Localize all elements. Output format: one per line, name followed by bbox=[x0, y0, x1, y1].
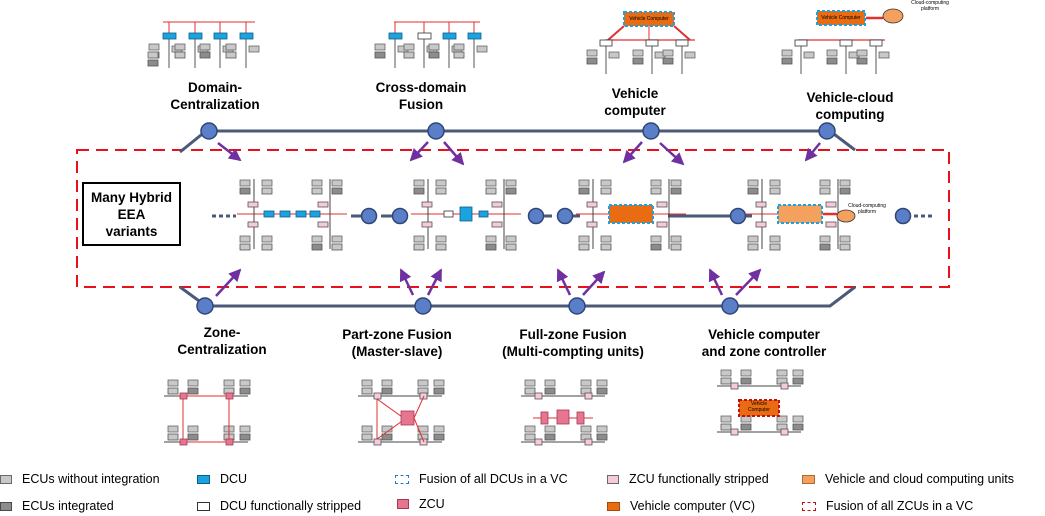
top-timeline bbox=[179, 129, 856, 154]
cloud-platform-tag-hybrid: Cloud-computing platform bbox=[848, 203, 886, 215]
pink-square-icon bbox=[397, 499, 409, 509]
vehicle-cloud-sketch bbox=[781, 8, 904, 74]
red-dashed-box-icon bbox=[802, 501, 816, 511]
part-zone-fusion-sketch bbox=[358, 379, 445, 446]
legend-ecus-without: ECUs without integration bbox=[0, 471, 160, 487]
vc-tag-top: Vehicle Computer bbox=[629, 16, 669, 22]
hybrid-label-line: EEA bbox=[117, 207, 146, 222]
legend-text: ECUs integrated bbox=[22, 499, 114, 513]
legend-text: Fusion of all ZCUs in a VC bbox=[826, 499, 974, 513]
dark-gray-square-icon bbox=[0, 501, 12, 511]
gray-square-icon bbox=[0, 474, 12, 484]
full-zone-fusion-sketch bbox=[521, 379, 608, 446]
hybrid-label-line: variants bbox=[105, 224, 158, 239]
legend-text: ECUs without integration bbox=[22, 472, 160, 486]
orange-square-icon bbox=[607, 501, 620, 511]
transition-arrows bbox=[215, 141, 821, 297]
label-part-zone-fusion: Part-zone Fusion(Master-slave) bbox=[342, 327, 452, 359]
legend-zcu-stripped: ZCU functionally stripped bbox=[607, 471, 769, 487]
legend-text: Vehicle and cloud computing units bbox=[825, 472, 1015, 486]
hybrid-variant-1-sketch bbox=[237, 179, 347, 251]
light-orange-square-icon bbox=[802, 474, 815, 484]
hybrid-eea-variants-box: Many Hybrid EEA variants bbox=[82, 182, 181, 246]
hybrid-variant-2-sketch bbox=[411, 179, 521, 251]
blue-square-icon bbox=[197, 474, 210, 484]
vc-zone-controller-sketch bbox=[717, 369, 804, 436]
cross-domain-fusion-sketch bbox=[374, 21, 488, 68]
domain-centralization-sketch bbox=[147, 21, 260, 68]
zone-centralization-sketch bbox=[164, 379, 251, 446]
cloud-platform-tag-top: Cloud-computing platform bbox=[911, 0, 949, 12]
vc-tag-cloud: Vehicle Computer bbox=[821, 15, 861, 21]
legend-vc: Vehicle computer (VC) bbox=[607, 498, 755, 514]
legend-dcu: DCU bbox=[197, 471, 247, 487]
legend-text: ZCU functionally stripped bbox=[629, 472, 769, 486]
hybrid-variant-4-sketch bbox=[745, 179, 856, 251]
label-domain-centralization: Domain-Centralization bbox=[170, 80, 260, 112]
blue-dashed-box-icon bbox=[395, 474, 409, 484]
hybrid-variant-3-sketch bbox=[576, 179, 686, 251]
legend-text: DCU functionally stripped bbox=[220, 499, 362, 513]
light-pink-square-icon bbox=[607, 474, 619, 484]
white-square-icon bbox=[197, 501, 210, 511]
legend-fusion-zcus: Fusion of all ZCUs in a VC bbox=[802, 498, 973, 514]
bottom-timeline bbox=[179, 285, 856, 308]
legend-text: DCU bbox=[220, 472, 248, 486]
label-zone-centralization: Zone-Centralization bbox=[177, 325, 267, 357]
vehicle-computer-sketch bbox=[586, 11, 696, 74]
label-full-zone-fusion: Full-zone Fusion(Multi-compting units) bbox=[502, 327, 644, 359]
hybrid-label-line: Many Hybrid bbox=[90, 190, 172, 205]
legend-fusion-dcus: Fusion of all DCUs in a VC bbox=[395, 471, 568, 487]
hybrid-variants-frame bbox=[76, 149, 950, 288]
legend-text: Fusion of all DCUs in a VC bbox=[419, 472, 568, 486]
legend-ecus-integrated: ECUs integrated bbox=[0, 498, 114, 514]
legend-dcu-stripped: DCU functionally stripped bbox=[197, 498, 361, 514]
timeline-nodes bbox=[196, 122, 912, 315]
vc-tag-bottom: Vehicle Computer bbox=[748, 401, 770, 413]
legend-zcu: ZCU bbox=[397, 496, 445, 512]
legend-vcc-units: Vehicle and cloud computing units bbox=[802, 471, 1014, 487]
legend-text: Vehicle computer (VC) bbox=[630, 499, 756, 513]
legend-text: ZCU bbox=[419, 497, 445, 511]
